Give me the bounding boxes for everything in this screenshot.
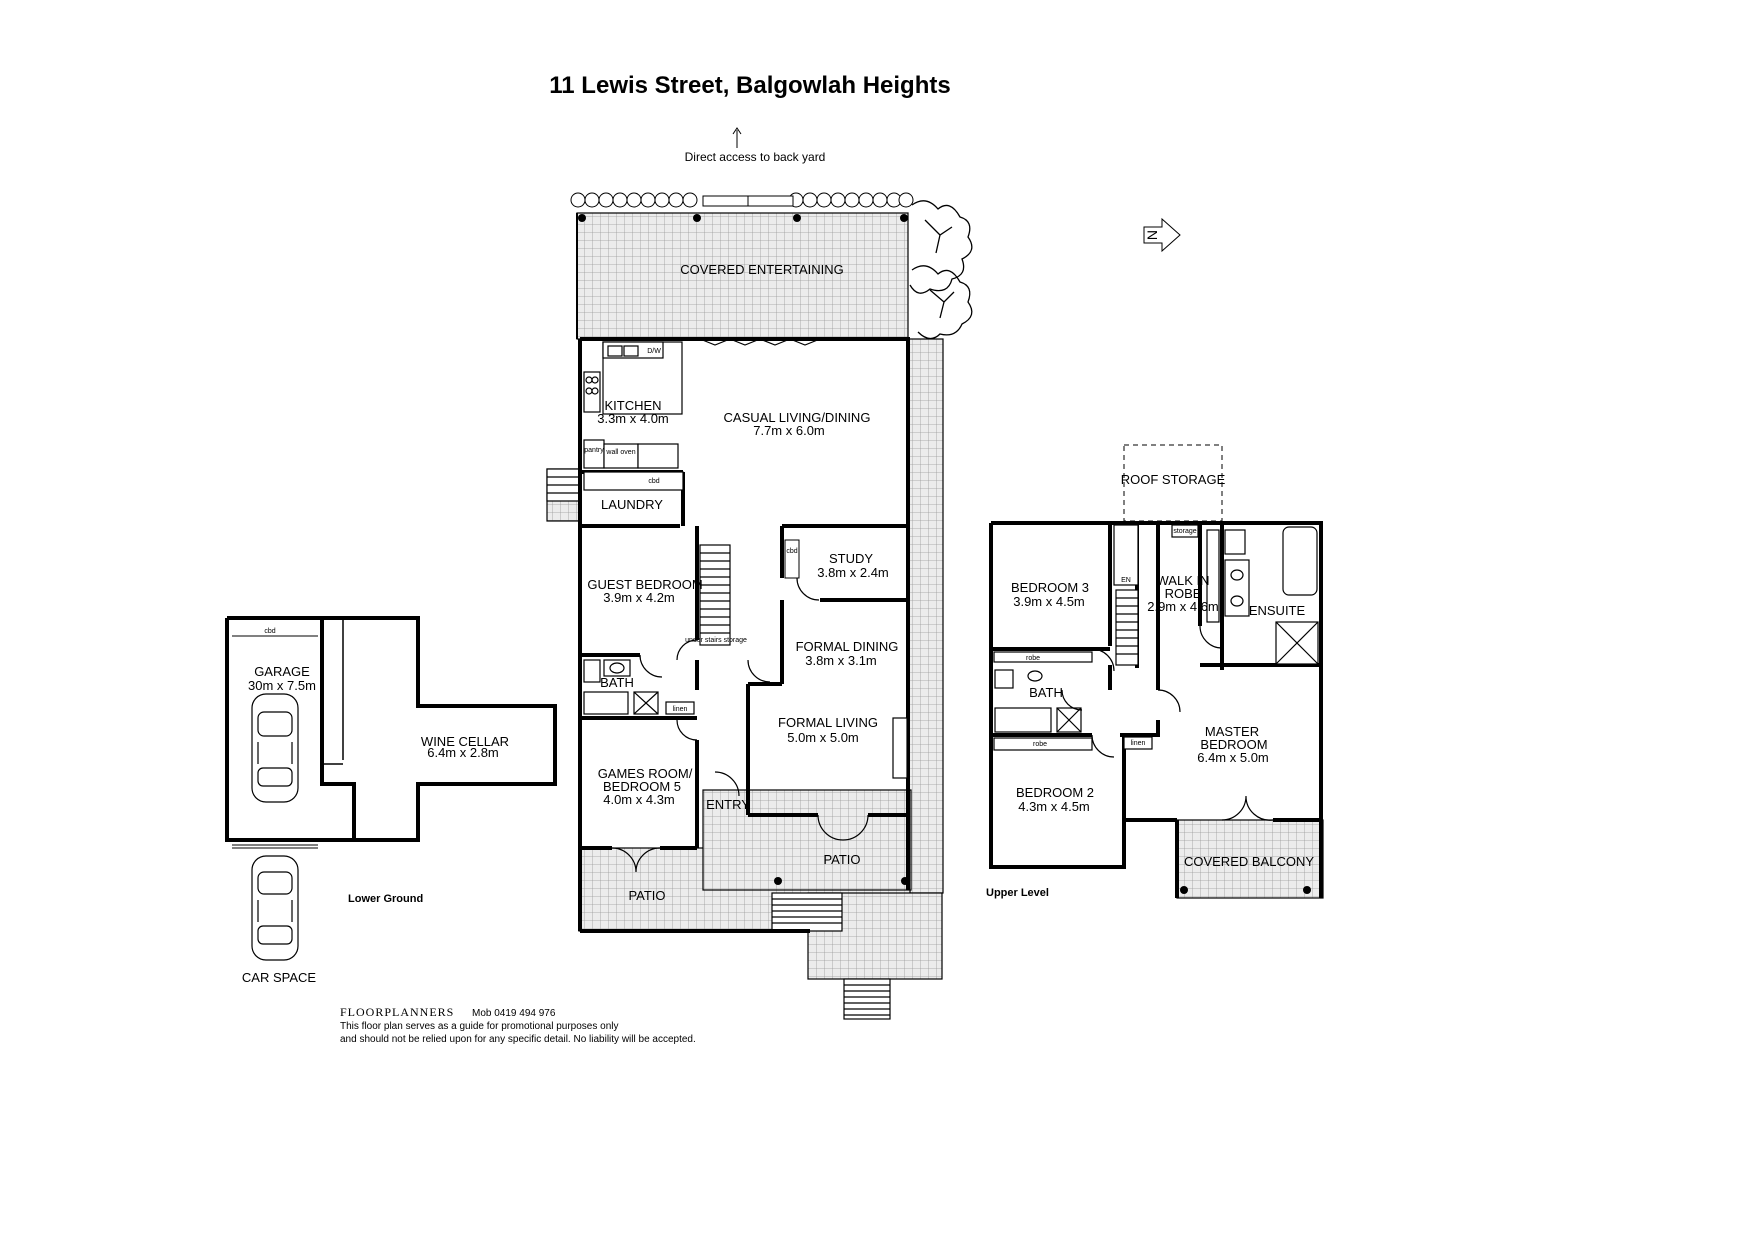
bath-lower-label: BATH [600, 675, 634, 690]
main-outer-wall [578, 337, 910, 933]
bedroom2-size: 4.3m x 4.5m [1018, 799, 1090, 814]
car-icon [251, 693, 299, 803]
garage-label: GARAGE [254, 664, 310, 679]
post-dots [578, 214, 908, 222]
plan-title: 11 Lewis Street, Balgowlah Heights [549, 72, 950, 99]
hedge-top [570, 192, 914, 208]
side-path [907, 338, 944, 894]
garage-cellar-outline [225, 616, 557, 842]
balcony-post-dots [1180, 886, 1311, 894]
roof-storage-label: ROOF STORAGE [1121, 472, 1226, 487]
entry-label: ENTRY [706, 797, 750, 812]
laundry-label: LAUNDRY [601, 497, 663, 512]
upper-door-swings [1061, 625, 1274, 821]
covered-entertaining-label: COVERED ENTERTAINING [680, 262, 843, 277]
cbd-garage-label: cbd [264, 628, 275, 635]
formal-dining-label: FORMAL DINING [796, 639, 899, 654]
kitchen-size: 3.3m x 4.0m [597, 411, 669, 426]
garage-size: 30m x 7.5m [248, 678, 316, 693]
games-room-label-2: BEDROOM 5 [603, 779, 681, 794]
footer-disclaimer-2: and should not be relied upon for any sp… [340, 1034, 696, 1045]
car-space-icon [251, 855, 299, 961]
bedroom3-label: BEDROOM 3 [1011, 580, 1089, 595]
games-room-label: GAMES ROOM/ [598, 766, 693, 781]
dw-label: D/W [647, 348, 661, 355]
guest-bedroom-label: GUEST BEDROOM [587, 577, 702, 592]
patio-left-label: PATIO [628, 888, 665, 903]
master-bedroom-size: 6.4m x 5.0m [1197, 750, 1269, 765]
storage-upper-label: storage [1173, 528, 1196, 535]
master-bedroom-label: MASTER [1205, 724, 1259, 739]
robe-bed3-label: robe [1026, 655, 1040, 662]
main-stairs [699, 544, 731, 646]
lower-ground-label: Lower Ground [348, 893, 423, 905]
cbd-laundry-label: cbd [648, 478, 659, 485]
footer-brand: FLOORPLANNERS [340, 1005, 454, 1019]
wine-cellar-size: 6.4m x 2.8m [427, 745, 499, 760]
formal-living-label: FORMAL LIVING [778, 715, 878, 730]
north-label: N [1144, 230, 1160, 240]
cbd-study-label: cbd [786, 548, 797, 555]
main-internal-walls [580, 470, 908, 850]
formal-living-size: 5.0m x 5.0m [787, 730, 859, 745]
kitchen-label: KITCHEN [604, 398, 661, 413]
formal-dining-size: 3.8m x 3.1m [805, 653, 877, 668]
north-arrow-icon: N [1143, 217, 1181, 253]
study-label: STUDY [829, 551, 873, 566]
games-room-size: 4.0m x 4.3m [603, 792, 675, 807]
door-swings [611, 577, 869, 873]
laundry-stair-lines [546, 468, 581, 502]
entry-tiles [702, 789, 912, 891]
kitchen-fittings [583, 341, 684, 491]
casual-living-label: CASUAL LIVING/DINING [724, 410, 871, 425]
guest-bedroom-size: 3.9m x 4.2m [603, 590, 675, 605]
study-size: 3.8m x 2.4m [817, 565, 889, 580]
en-label: EN [1121, 577, 1131, 584]
covered-balcony-label: COVERED BALCONY [1184, 854, 1314, 869]
walk-in-robe-label: WALK IN [1157, 573, 1210, 588]
bath-upper-label: BATH [1029, 685, 1063, 700]
front-steps [771, 892, 891, 1020]
access-arrow-icon [732, 127, 742, 148]
upper-outer-wall [989, 521, 1323, 898]
patio-right-label: PATIO [823, 852, 860, 867]
wine-cellar-label: WINE CELLAR [421, 734, 509, 749]
footer-mob: Mob 0419 494 976 [472, 1008, 556, 1019]
upper-internal-walls [991, 523, 1321, 820]
footer-disclaimer-1: This floor plan serves as a guide for pr… [340, 1021, 618, 1032]
walk-in-robe-label-2: ROBE [1165, 586, 1202, 601]
bath-lower-fittings [583, 659, 695, 715]
robe-bed2-label: robe [1033, 741, 1047, 748]
upper-level-label: Upper Level [986, 887, 1049, 899]
casual-living-size: 7.7m x 6.0m [753, 423, 825, 438]
fireplace [892, 717, 908, 779]
bifold-doors [699, 338, 821, 346]
roof-storage [1123, 444, 1223, 522]
cellar-fill [322, 618, 418, 784]
wall-oven-label: wall oven [605, 449, 635, 456]
master-bedroom-label-2: BEDROOM [1200, 737, 1267, 752]
upper-fittings [993, 524, 1319, 751]
bedroom3-size: 3.9m x 4.5m [1013, 594, 1085, 609]
tree-icon [909, 200, 973, 340]
access-note: Direct access to back yard [685, 150, 826, 164]
walk-in-robe-size: 2.9m x 4.6m [1147, 599, 1219, 614]
bedroom2-label: BEDROOM 2 [1016, 785, 1094, 800]
pantry-label: pantry [584, 447, 604, 454]
linen-upper-label: linen [1131, 740, 1146, 747]
car-space-label: CAR SPACE [242, 970, 316, 985]
linen-lower-label: linen [673, 706, 688, 713]
under-stairs-label: under stairs storage [685, 637, 747, 644]
covered-balcony-area [1176, 819, 1324, 899]
ensuite-label: ENSUITE [1249, 603, 1306, 618]
